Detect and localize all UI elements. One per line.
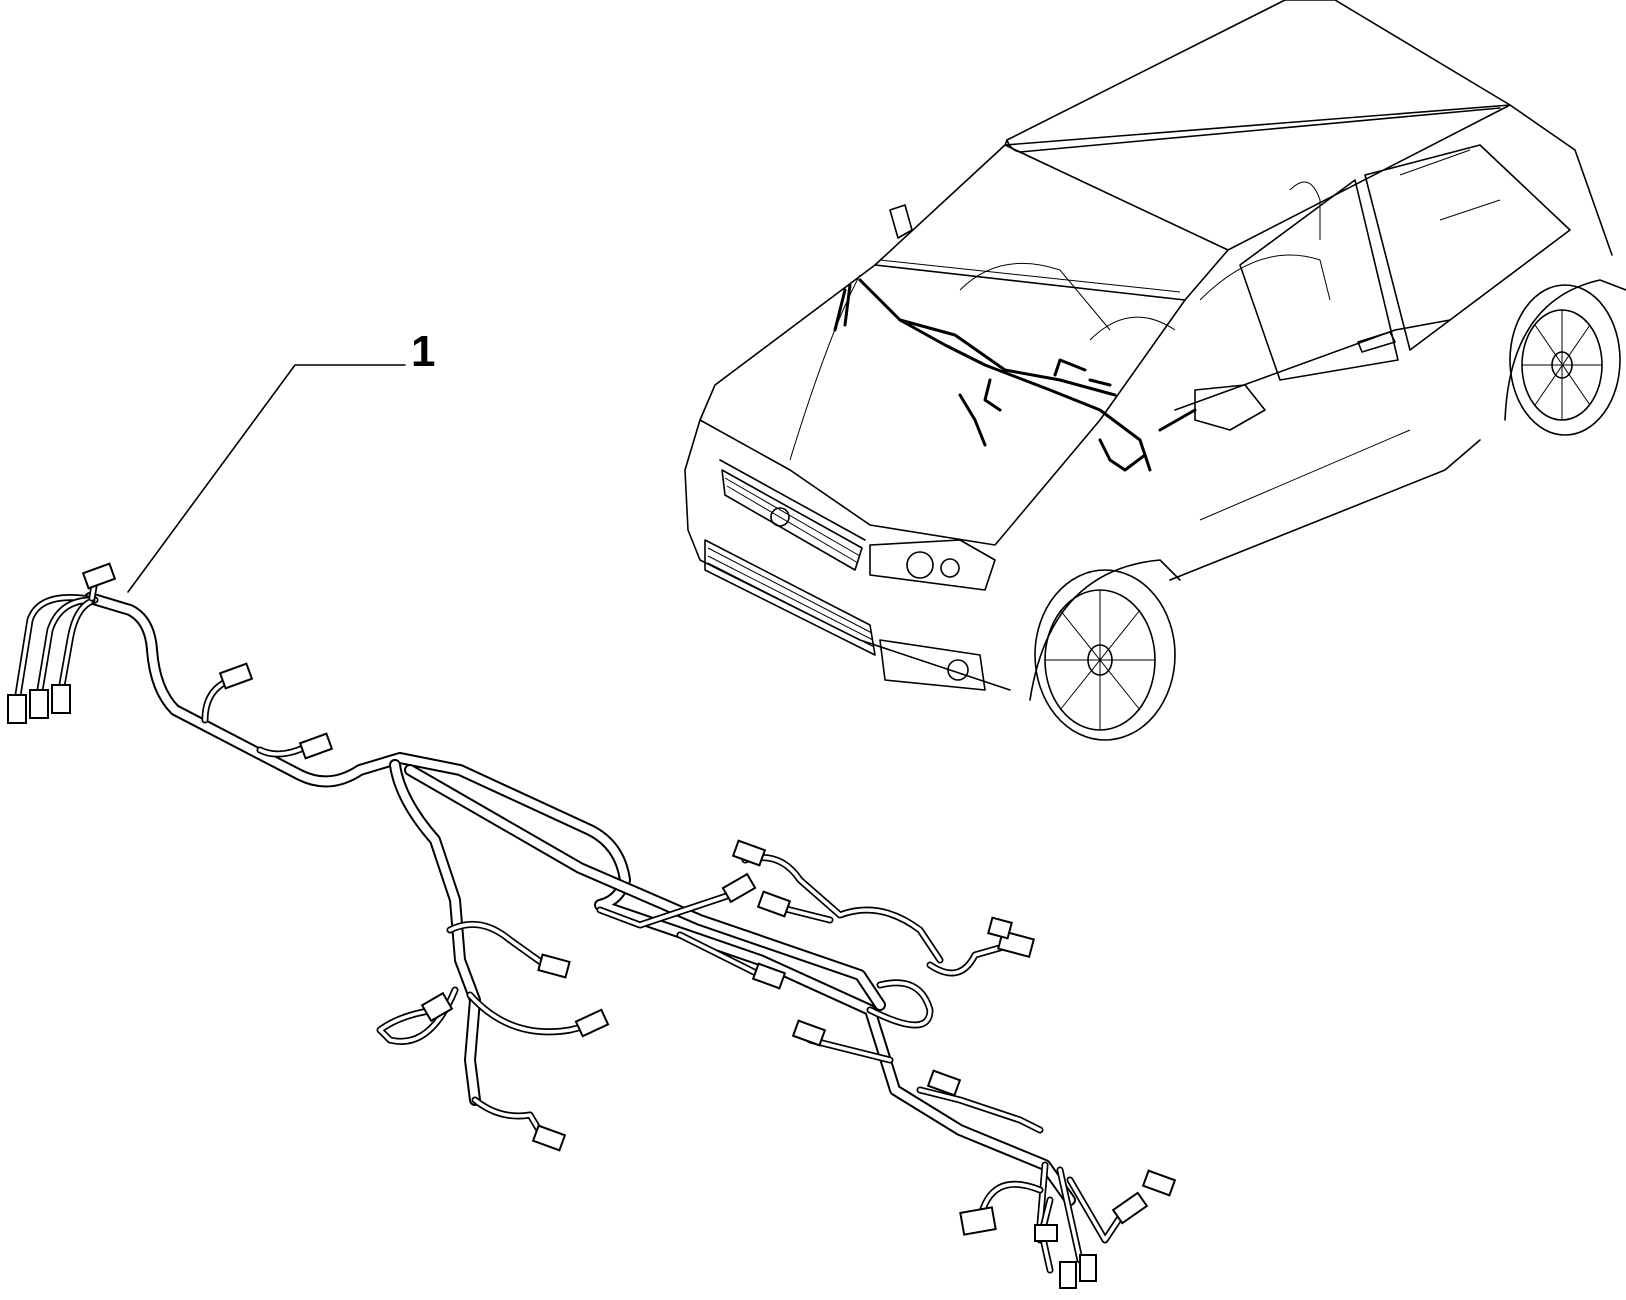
harness-connectors [7,562,1177,1289]
car-body-outline [684,0,1626,741]
callout-label: 1 [411,327,436,376]
harness-branches [14,576,1129,1274]
callout-leader-1 [127,364,406,593]
harness-main-trunk [84,592,1076,1206]
car-installed-harness [833,278,1197,472]
